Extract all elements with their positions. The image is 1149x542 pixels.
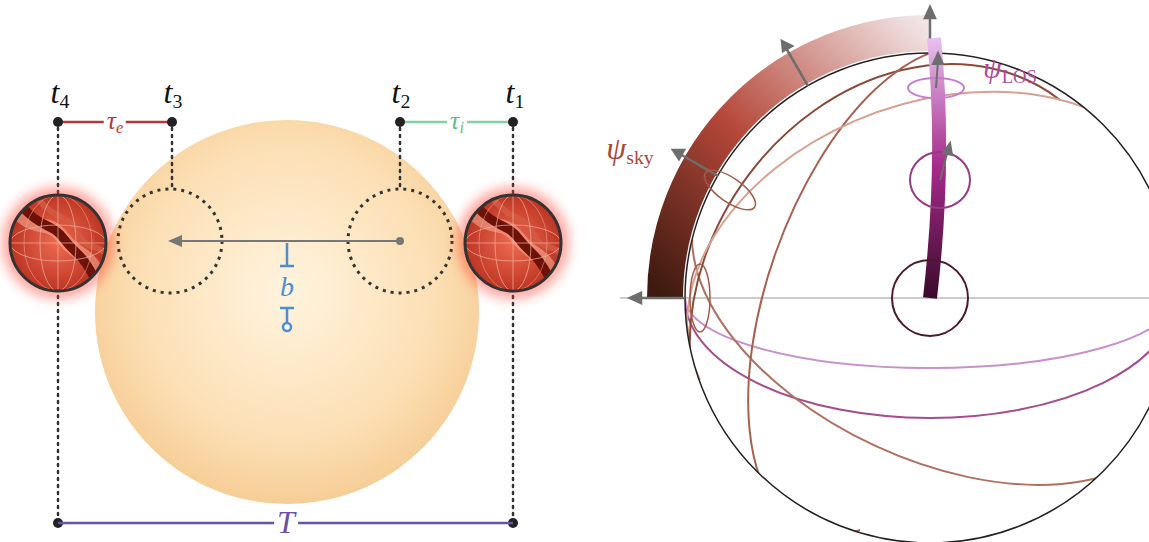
star-disk	[95, 120, 479, 504]
celestial-sphere	[685, 53, 1149, 542]
planet	[2, 187, 114, 299]
arrow-head	[168, 235, 182, 247]
sky-angle-band	[665, 33, 930, 298]
symbol-label: t4	[48, 75, 73, 113]
los-arrows	[933, 53, 952, 180]
symbol-label: t2	[389, 75, 414, 113]
symbol-label: ψLOS	[980, 52, 1040, 88]
symbol-label: τe	[104, 107, 126, 138]
impact-parameter	[280, 243, 294, 331]
symbol-label: b	[277, 272, 297, 302]
symbol-label: τi	[447, 107, 467, 138]
contact-guides	[58, 128, 513, 516]
los-circles	[892, 78, 970, 336]
trajectory-arrow	[180, 240, 400, 242]
contact-dots	[53, 117, 518, 528]
symbol-label: ψsky	[603, 131, 656, 169]
los-angle-band	[930, 38, 939, 298]
sky-circles	[690, 163, 761, 332]
sky-arrows	[630, 7, 935, 303]
horizon-line	[620, 297, 1149, 299]
trajectory-dot	[396, 237, 404, 245]
symbol-label: t1	[503, 75, 528, 113]
symbol-label: T	[274, 505, 298, 539]
planet	[457, 187, 569, 299]
symbol-label: t3	[161, 75, 186, 113]
